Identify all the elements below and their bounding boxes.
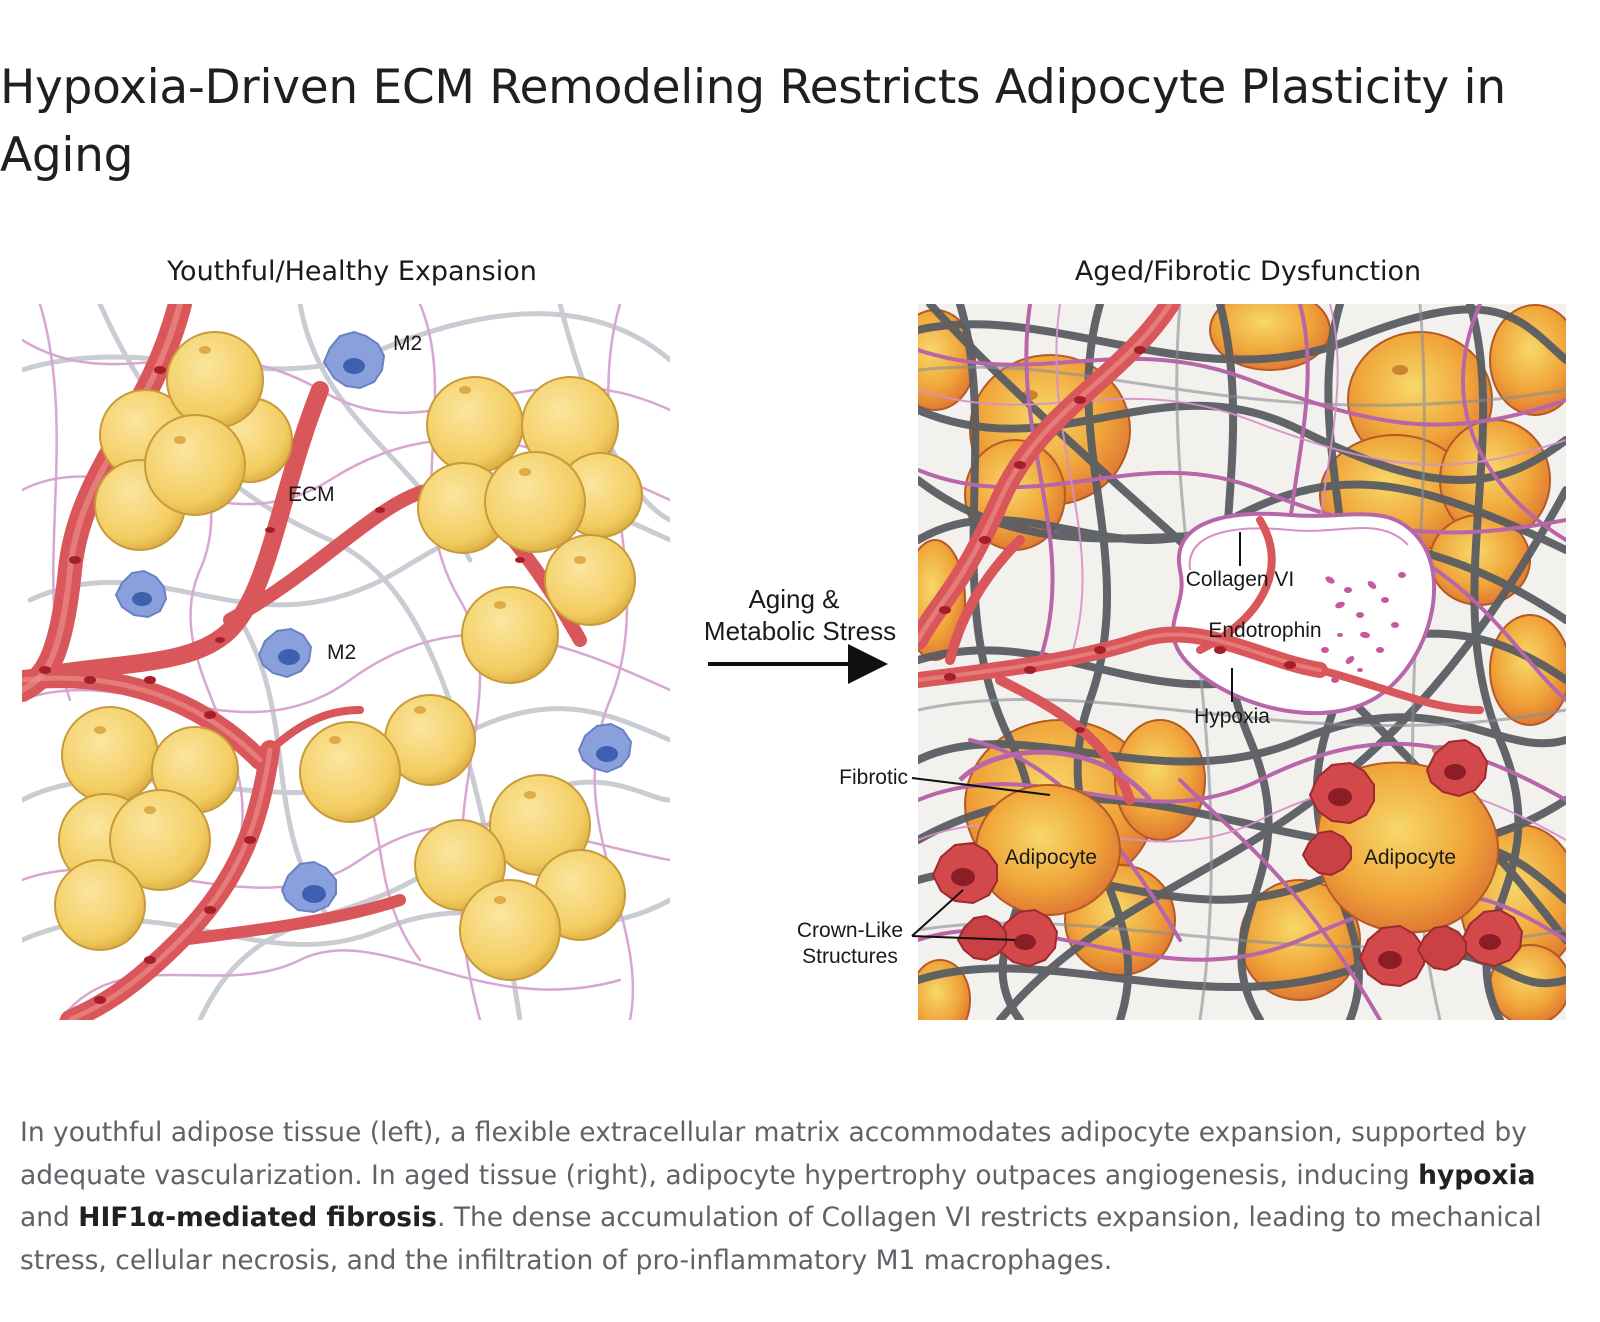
fibrotic-label: Fibrotic	[839, 766, 908, 789]
diagram-figure: Youthful/Healthy Expansion Aged/Fibrotic…	[0, 240, 1600, 1070]
youthful-tissue-panel	[22, 304, 670, 1020]
m1-macrophages	[931, 738, 1524, 988]
page-title: Hypoxia-Driven ECM Remodeling Restricts …	[0, 60, 1506, 183]
caption-bold-hypoxia: hypoxia	[1418, 1159, 1536, 1191]
constricted-vessels	[918, 304, 1484, 805]
arrow-label-line2: Metabolic Stress	[704, 616, 896, 646]
arrow-label-line1: Aging &	[748, 584, 839, 614]
endotrophin-label: Endotrophin	[1208, 619, 1321, 642]
hypoxia-label: Hypoxia	[1194, 705, 1270, 728]
hypoxic-region	[1171, 511, 1436, 715]
right-panel-annotations: Collagen VI Endotrophin Hypoxia Fibrotic…	[797, 532, 1456, 968]
caption-text-1: In youthful adipose tissue (left), a fle…	[20, 1117, 1527, 1191]
caption-text-2: and	[20, 1202, 79, 1233]
crown-like-label-line1: Crown-Like	[797, 919, 903, 942]
ecm-label: ECM	[288, 483, 335, 506]
m2-macrophages	[114, 330, 633, 914]
adipocyte-label-left: Adipocyte	[1005, 846, 1097, 869]
aging-arrow: Aging & Metabolic Stress	[704, 584, 896, 684]
aged-tissue-panel	[918, 304, 1566, 1020]
endotrophin-fragments	[1321, 572, 1406, 683]
adipocyte-label-right: Adipocyte	[1364, 846, 1456, 869]
caption-bold-fibrosis: HIF1α-mediated fibrosis	[78, 1202, 437, 1233]
caption-text-3: . The dense accumulation of Collagen VI …	[20, 1202, 1542, 1276]
collagen-vi-label: Collagen VI	[1186, 568, 1295, 591]
healthy-adipocytes	[54, 331, 643, 981]
red-blood-cells	[39, 366, 525, 1004]
right-panel-heading: Aged/Fibrotic Dysfunction	[1075, 256, 1421, 287]
left-panel-heading: Youthful/Healthy Expansion	[166, 256, 537, 287]
m2-label-top: M2	[393, 332, 422, 355]
figure-caption: In youthful adipose tissue (left), a fle…	[20, 1112, 1580, 1282]
m2-label-mid: M2	[327, 641, 356, 664]
crown-like-label-line2: Structures	[802, 945, 898, 968]
